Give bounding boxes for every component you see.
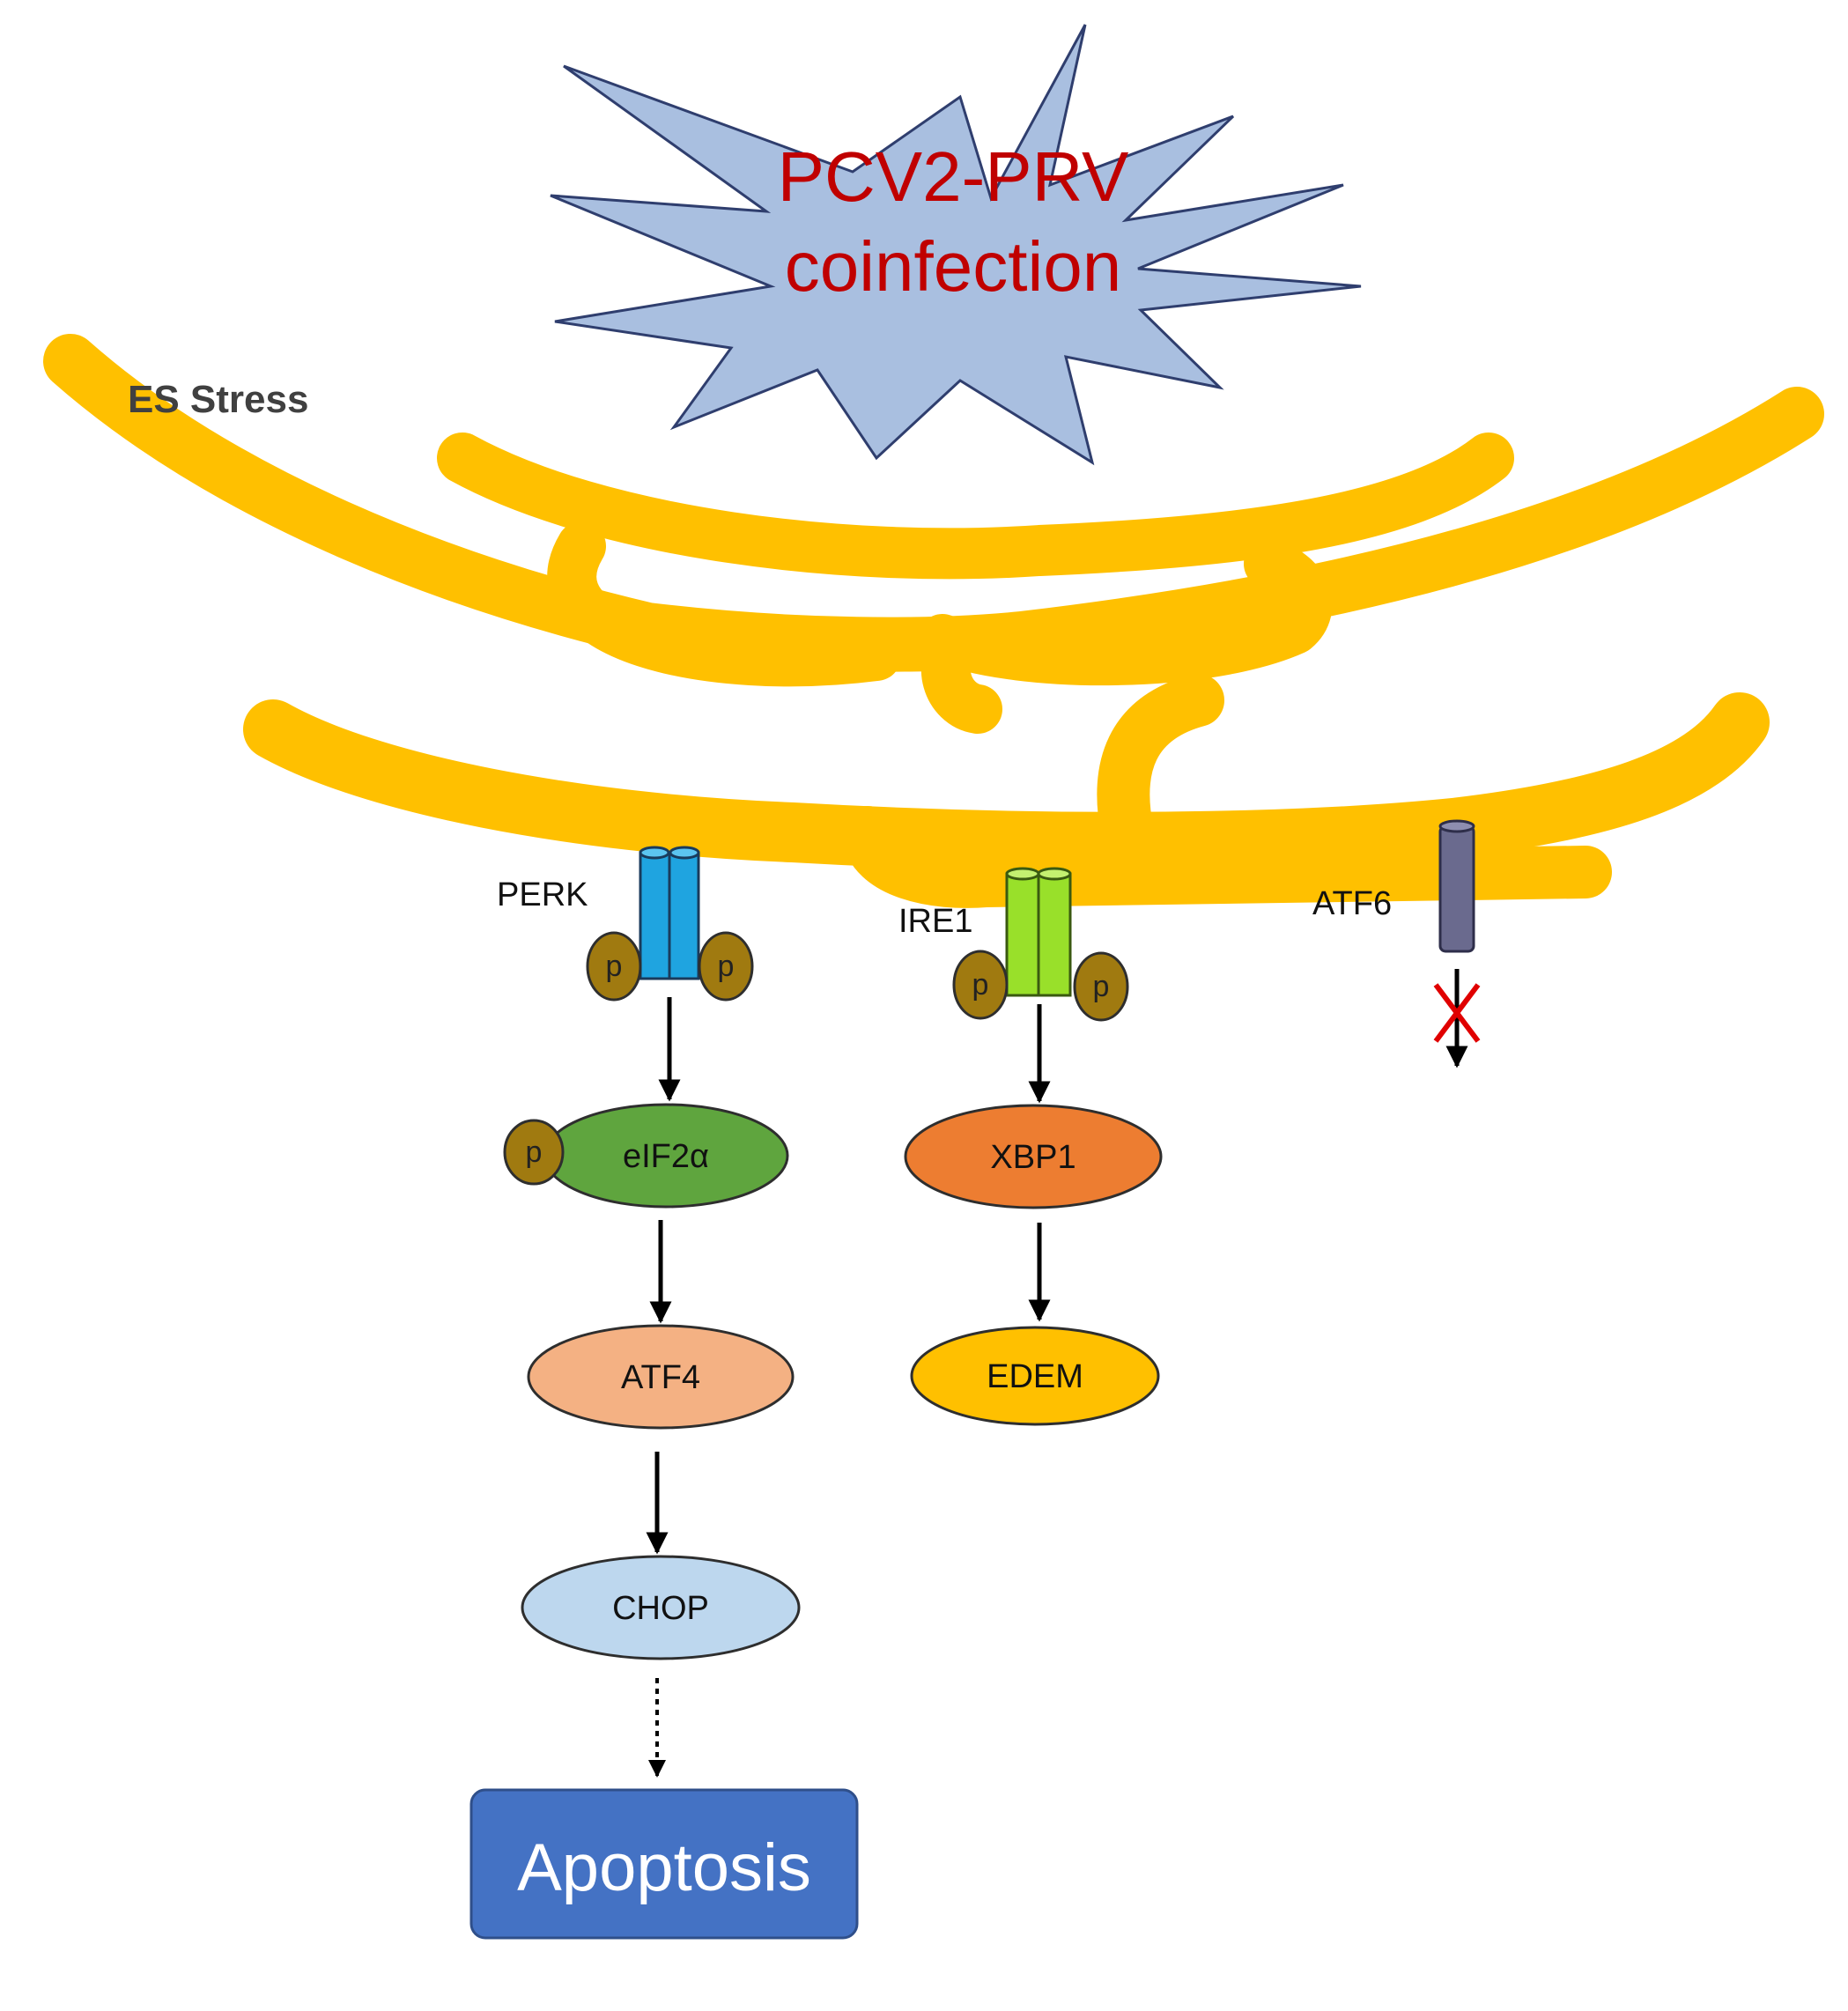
- atf4-node: [527, 1324, 795, 1430]
- ire1-subunit: [1037, 872, 1072, 997]
- apoptosis-box: [469, 1788, 859, 1940]
- ire1-subunit: [1005, 872, 1040, 997]
- atf6-subunit: [1438, 824, 1475, 953]
- er-membrane: [841, 806, 1612, 908]
- phospho-label: p: [606, 950, 623, 983]
- ire1-receptor: p p IRE1: [898, 867, 1129, 1022]
- phospho-group: [586, 931, 642, 1002]
- perk-subunit-top: [639, 846, 670, 860]
- er-membrane: [437, 433, 1514, 580]
- xbp1-label: XBP1: [990, 1139, 1076, 1176]
- er-membrane: [547, 521, 901, 687]
- perk-receptor: p p PERK: [497, 846, 754, 1002]
- er-membrane: [918, 539, 1333, 686]
- ire1-subunit-top: [1005, 867, 1040, 881]
- phospho-group: [698, 931, 754, 1002]
- block-cross: [1433, 983, 1481, 1043]
- ire1-label: IRE1: [898, 903, 972, 940]
- er-membrane: [921, 618, 1002, 734]
- perk-subunit: [639, 851, 671, 980]
- trigger-line-2: coinfection: [785, 227, 1121, 306]
- phospho-label: p: [972, 968, 989, 1002]
- burst-star-shape: [550, 24, 1362, 466]
- eif2a-label: eIF2α: [623, 1138, 709, 1175]
- atf6-receptor: ATF6: [1312, 819, 1481, 1068]
- apoptosis-label: Apoptosis: [517, 1830, 811, 1905]
- perk-subunit: [668, 851, 700, 980]
- phospho-group: [503, 1119, 565, 1186]
- xbp1-node: [904, 1104, 1163, 1209]
- phospho-label: p: [1093, 970, 1110, 1003]
- er-membrane: [1097, 674, 1224, 859]
- ire1-subunit-top: [1037, 867, 1072, 881]
- phospho-label: p: [526, 1135, 543, 1169]
- atf6-label: ATF6: [1312, 885, 1392, 922]
- phospho-group: [1073, 951, 1129, 1022]
- chop-label: CHOP: [612, 1590, 709, 1627]
- perk-subunit-top: [669, 846, 700, 860]
- coinfection-trigger: PCV2-PRV coinfection: [550, 24, 1362, 466]
- perk-branch: eIF2α p ATF4 CHOP Apoptosis: [469, 997, 859, 1940]
- atf6-subunit-top: [1438, 819, 1475, 833]
- er-stress-label: ES Stress: [128, 378, 308, 421]
- phospho-label: p: [718, 950, 735, 983]
- phospho-group: [952, 950, 1009, 1020]
- chop-node: [521, 1555, 801, 1660]
- edem-label: EDEM: [987, 1358, 1083, 1395]
- edem-node: [910, 1326, 1160, 1426]
- trigger-line-1: PCV2-PRV: [778, 137, 1129, 216]
- atf4-label: ATF4: [621, 1359, 700, 1396]
- er-membrane: [243, 692, 1770, 872]
- endoplasmic-reticulum: ES Stress: [43, 334, 1824, 908]
- perk-label: PERK: [497, 876, 588, 913]
- ire1-branch: XBP1 EDEM: [904, 1004, 1163, 1426]
